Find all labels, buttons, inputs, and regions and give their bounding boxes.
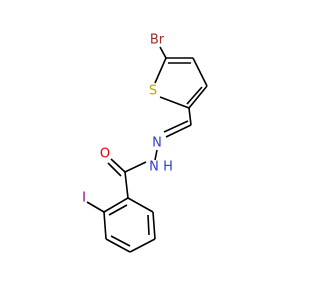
bond-c3-c2-inner — [186, 86, 203, 105]
atom-br: Br — [150, 33, 165, 48]
atom-h-hydrazide: H — [163, 160, 173, 175]
bond-carbonyl-c-o-inner — [107, 162, 122, 177]
bond-b2-b3 — [103, 211, 107, 240]
bond-b1-b2 — [103, 197, 129, 213]
atom-n-imine: N — [152, 136, 162, 151]
bond-b2-i — [86, 201, 105, 213]
bond-b1-b2-inner — [108, 204, 128, 216]
bond-ch-n-double — [165, 124, 192, 138]
bond-b3-b4 — [105, 238, 131, 253]
bond-b4-b5 — [129, 238, 156, 253]
bond-b5-b6 — [152, 211, 156, 240]
hydrazone-linker — [107, 107, 192, 199]
benzene-ring — [86, 197, 156, 253]
bond-c4-c3 — [192, 57, 208, 87]
bond-c3-c2 — [188, 85, 208, 109]
bond-b6-b1 — [127, 197, 154, 213]
thiophene-ring — [154, 46, 208, 109]
bond-carbonyl-c-o — [110, 158, 126, 173]
atom-n-hydrazide: N — [149, 160, 159, 175]
bond-b3-b4-inner — [110, 235, 131, 247]
bond-b5-b6-inner — [147, 214, 150, 236]
bond-ch-n-double-inner — [163, 120, 189, 133]
bond-nh-carbonyl — [124, 161, 147, 173]
atom-o: O — [100, 147, 110, 162]
molecule-structure-diagram: Br S N N H O I — [82, 33, 208, 253]
bond-c2-s — [159, 96, 190, 109]
bond-n-n — [154, 149, 158, 161]
atom-i: I — [82, 191, 86, 206]
atom-labels: Br S N N H O I — [82, 33, 173, 206]
bond-c2-ch — [188, 107, 192, 126]
bond-c5-br — [159, 46, 167, 59]
bond-s-c5 — [154, 57, 167, 84]
bond-carbonyl-c-ring — [124, 171, 129, 199]
atom-s: S — [149, 84, 157, 99]
